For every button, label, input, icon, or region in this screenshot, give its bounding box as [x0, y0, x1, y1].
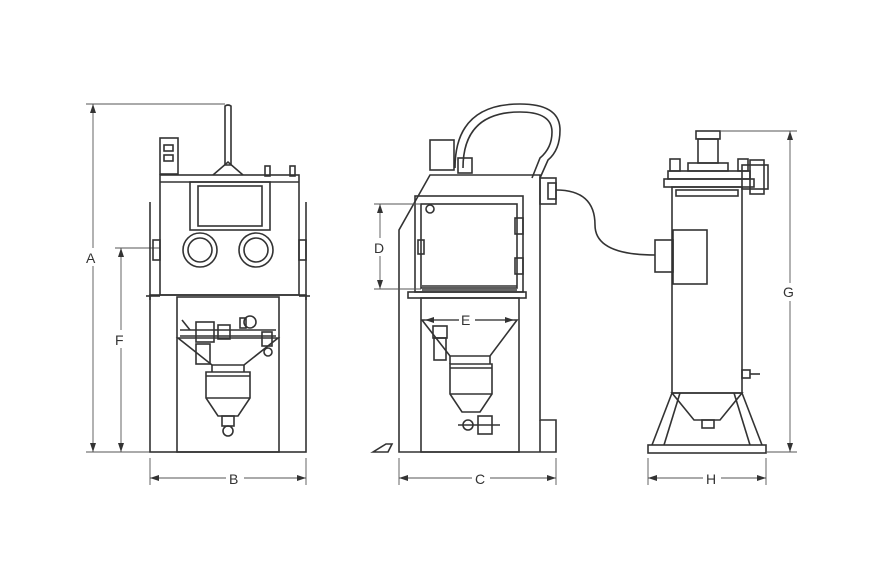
- dust-collector-view: [647, 130, 797, 485]
- dimension-label-b: B: [229, 471, 238, 487]
- dimension-label-d: D: [374, 240, 384, 256]
- dimension-label-c: C: [475, 471, 485, 487]
- dimension-label-h: H: [706, 471, 716, 487]
- connecting-hose: [555, 189, 656, 256]
- front-cabinet-view: [86, 103, 310, 485]
- dimension-label-e: E: [461, 312, 470, 328]
- side-cabinet-view: [370, 103, 561, 485]
- dimension-label-g: G: [783, 284, 794, 300]
- dimension-label-a: A: [86, 250, 96, 266]
- dimension-label-f: F: [115, 332, 124, 348]
